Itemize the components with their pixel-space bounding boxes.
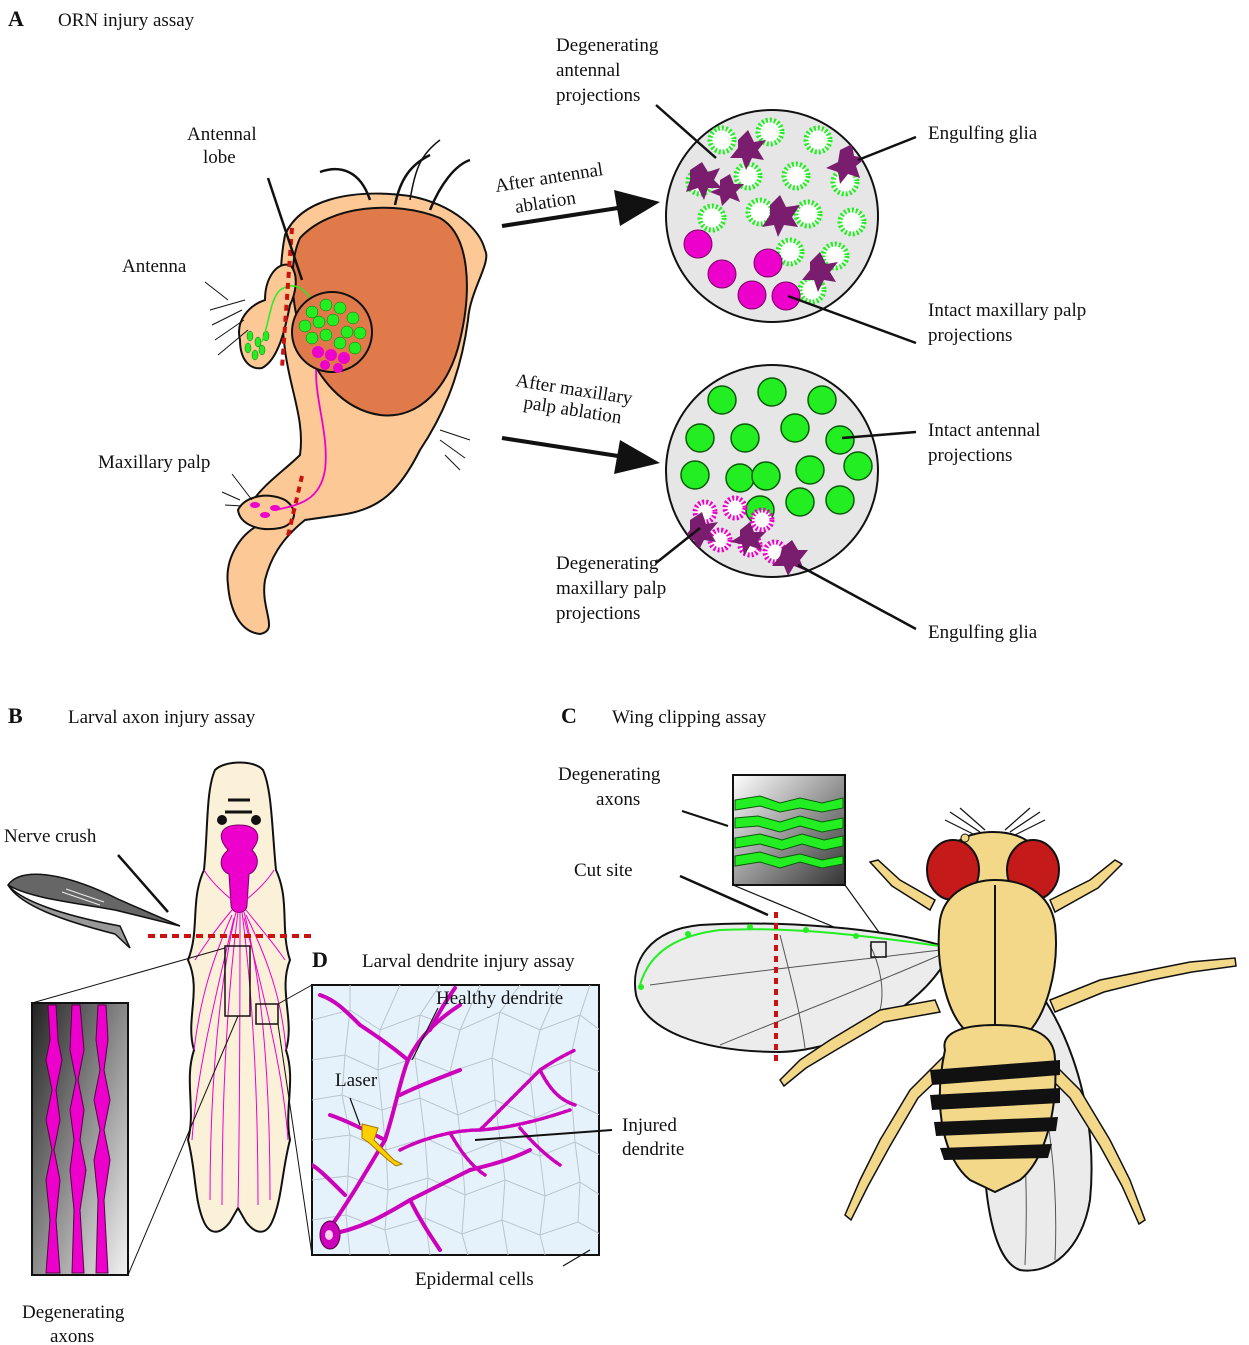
nucleus xyxy=(325,1230,333,1240)
label-deg-antennal-3: projections xyxy=(556,85,640,106)
degenerating-axons-inset xyxy=(32,1003,128,1275)
panel-b-title: Larval axon injury assay xyxy=(68,707,256,728)
leader-glia-bottom xyxy=(798,565,916,629)
label-intact-maxillary-2: projections xyxy=(928,325,1012,346)
leader-glia-top xyxy=(858,137,916,160)
panel-a-title: ORN injury assay xyxy=(58,10,195,31)
label-epidermal-cells: Epidermal cells xyxy=(415,1269,534,1290)
panel-c-letter: C xyxy=(561,703,577,728)
label-injured-dendrite-2: dendrite xyxy=(622,1139,684,1160)
label-engulfing-glia-bottom: Engulfing glia xyxy=(928,622,1038,643)
label-deg-antennal-1: Degenerating xyxy=(556,35,659,56)
label-antennal-lobe-1: Antennal xyxy=(187,124,257,145)
label-deg-axons-b-1: Degenerating xyxy=(22,1302,125,1323)
label-cut-site: Cut site xyxy=(574,860,633,881)
label-deg-axons-b-2: axons xyxy=(50,1326,94,1345)
bristles-lower xyxy=(440,430,470,470)
label-deg-maxillary-2: maxillary palp xyxy=(556,578,666,599)
leader-antenna xyxy=(205,282,228,300)
label-intact-antennal-1: Intact antennal xyxy=(928,420,1040,441)
label-deg-maxillary-1: Degenerating xyxy=(556,553,659,574)
label-laser: Laser xyxy=(335,1070,378,1091)
head-bristles xyxy=(945,808,1045,835)
label-engulfing-glia-top: Engulfing glia xyxy=(928,123,1038,144)
label-antennal-lobe-2: lobe xyxy=(203,147,236,168)
label-healthy-dendrite: Healthy dendrite xyxy=(436,988,563,1009)
panel-d-letter: D xyxy=(312,947,328,972)
dendrite-inset xyxy=(312,985,600,1255)
label-antenna: Antenna xyxy=(122,256,187,277)
fly xyxy=(780,808,1236,1271)
thorax xyxy=(939,880,1056,1040)
panel-d-title: Larval dendrite injury assay xyxy=(362,951,575,972)
larva xyxy=(188,763,290,1232)
leader-deg-maxillary xyxy=(656,528,700,563)
leader-intact-palp xyxy=(788,296,916,343)
leader-palp xyxy=(232,474,252,500)
circle-maxillary-ablation xyxy=(666,365,878,577)
label-deg-maxillary-3: projections xyxy=(556,603,640,624)
panel-c-title: Wing clipping assay xyxy=(612,707,767,728)
wing xyxy=(635,912,945,1062)
label-deg-axons-c-1: Degenerating xyxy=(558,764,661,785)
wing-axons-inset xyxy=(733,775,845,885)
arrow-maxillary-ablation xyxy=(502,438,660,474)
label-nerve-crush: Nerve crush xyxy=(4,826,97,847)
label-deg-axons-c-2: axons xyxy=(596,789,640,810)
label-injured-dendrite-1: Injured xyxy=(622,1115,677,1136)
bristle xyxy=(410,140,440,200)
fly-head xyxy=(210,140,486,634)
label-maxillary-palp: Maxillary palp xyxy=(98,452,210,473)
palp-bristles xyxy=(222,492,242,506)
panel-b-letter: B xyxy=(8,703,23,728)
bristle xyxy=(430,160,470,210)
label-intact-maxillary-1: Intact maxillary palp xyxy=(928,300,1086,321)
leader-deg-axons-c xyxy=(682,811,728,826)
label-intact-antennal-2: projections xyxy=(928,445,1012,466)
label-deg-antennal-2: antennal xyxy=(556,60,620,81)
panel-a-letter: A xyxy=(8,6,24,31)
